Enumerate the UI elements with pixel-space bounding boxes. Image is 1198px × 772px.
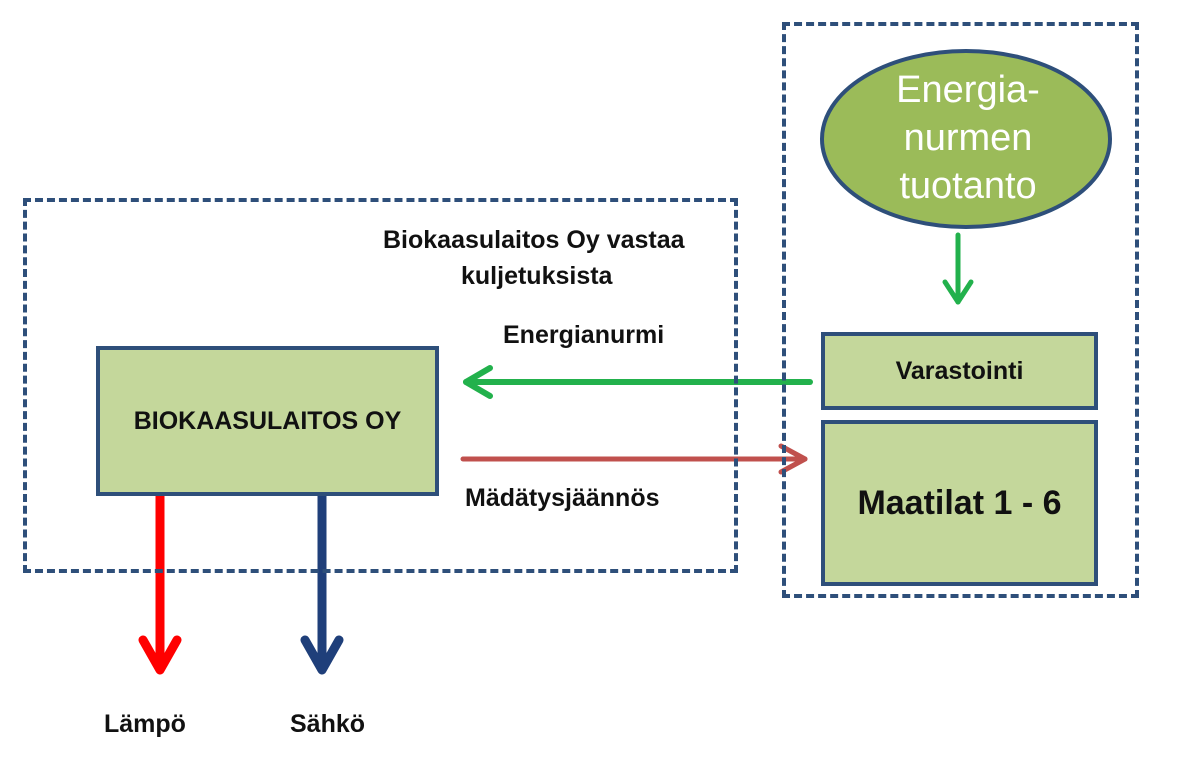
farms-label: Maatilat 1 - 6 (857, 483, 1062, 522)
production-label-line: tuotanto (899, 165, 1037, 207)
farms-box: Maatilat 1 - 6 (821, 420, 1098, 586)
production-label: Energia- nurmen tuotanto (826, 66, 1110, 210)
storage-box: Varastointi (821, 332, 1098, 410)
transport-note-line: Biokaasulaitos Oy vastaa (383, 226, 685, 254)
production-ellipse (820, 49, 1112, 229)
biogas-plant-label: BIOKAASULAITOS OY (133, 406, 402, 435)
electricity-arrow (300, 489, 344, 675)
production-to-storage-arrow (942, 232, 974, 305)
transport-note-line: kuljetuksista (461, 262, 613, 290)
storage-label: Varastointi (895, 356, 1024, 385)
production-label-line: nurmen (903, 117, 1033, 159)
digestate-arrow (460, 443, 808, 475)
transport-note: Biokaasulaitos Oy vastaa kuljetuksista (383, 222, 685, 294)
biogas-plant-box: BIOKAASULAITOS OY (96, 346, 439, 496)
production-label-line: Energia- (896, 69, 1040, 111)
energy-grass-arrow (463, 365, 813, 399)
farm-region (782, 22, 1139, 598)
energy-grass-label: Energianurmi (503, 321, 665, 349)
digestate-label: Mädätysjäännös (465, 484, 660, 512)
heat-arrow (138, 489, 182, 675)
electricity-label: Sähkö (290, 710, 366, 738)
biogas-plant-region (23, 198, 738, 573)
heat-label: Lämpö (104, 710, 186, 738)
